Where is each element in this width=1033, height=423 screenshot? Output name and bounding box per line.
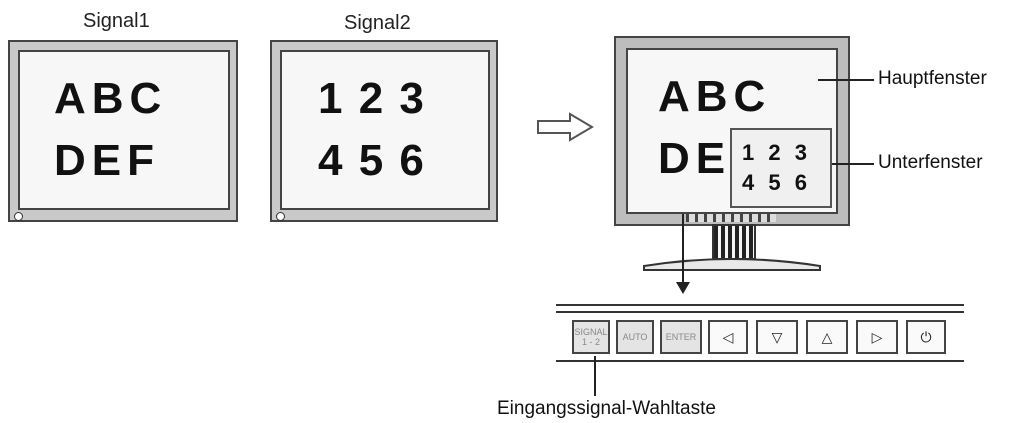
signal2-row2: 4 5 6 [318, 136, 426, 185]
signal2-monitor: 1 2 3 4 5 6 [270, 40, 498, 222]
zoom-pointer-line [682, 214, 684, 284]
signal1-caption: Signal1 [83, 10, 150, 32]
signal-key-caption: Eingangssignal-Wahltaste [497, 398, 716, 419]
sub-window-row1: 1 2 3 [742, 140, 811, 165]
down-button[interactable]: ▽ [756, 320, 798, 354]
sub-window: 1 2 3 4 5 6 [730, 128, 832, 208]
signal2-caption: Signal2 [344, 12, 411, 34]
sub-window-label: Unterfenster [878, 152, 983, 173]
bezel-buttons [686, 214, 776, 222]
power-led-icon [276, 212, 285, 221]
left-button[interactable]: ◁ [708, 320, 748, 354]
monitor-neck [712, 224, 756, 260]
power-icon: ⏻ [920, 328, 932, 345]
signal1-row2: DEF [54, 136, 160, 185]
right-button[interactable]: ▷ [856, 320, 898, 354]
signal-select-label: SIGNAL 1 - 2 [574, 327, 608, 347]
auto-button[interactable]: AUTO [616, 320, 654, 354]
signal2-screen: 1 2 3 4 5 6 [280, 50, 490, 210]
down-triangle-icon: ▽ [771, 328, 783, 345]
main-window-label: Hauptfenster [878, 68, 987, 89]
panel-bottom-line [556, 360, 964, 362]
power-button[interactable]: ⏻ [906, 320, 946, 354]
signal1-row1: ABC [54, 74, 168, 123]
enter-label: ENTER [665, 332, 697, 342]
main-window-row2: DE [658, 134, 732, 183]
sub-window-pointer [832, 163, 874, 165]
signal-key-pointer [594, 356, 596, 396]
monitor-base [643, 258, 821, 271]
main-window-pointer [818, 79, 874, 81]
signal-select-button[interactable]: SIGNAL 1 - 2 [572, 320, 610, 354]
enter-button[interactable]: ENTER [660, 320, 702, 354]
combined-monitor: ABC DE 1 2 3 4 5 6 [614, 36, 850, 226]
signal1-monitor: ABC DEF [8, 40, 238, 222]
up-button[interactable]: △ [806, 320, 848, 354]
outline-right-arrow-icon [537, 112, 594, 142]
sub-window-row2: 4 5 6 [742, 170, 811, 195]
control-panel: SIGNAL 1 - 2 AUTO ENTER ◁ ▽ △ ▷ ⏻ [572, 320, 952, 356]
signal2-row1: 1 2 3 [318, 74, 426, 123]
main-window-row1: ABC [658, 72, 772, 121]
panel-top-line [556, 304, 964, 306]
signal1-screen: ABC DEF [18, 50, 230, 210]
down-arrow-icon [676, 282, 690, 294]
left-triangle-icon: ◁ [722, 328, 734, 345]
panel-top-line-2 [556, 311, 964, 313]
power-led-icon [14, 212, 23, 221]
up-triangle-icon: △ [821, 328, 833, 345]
right-triangle-icon: ▷ [871, 328, 883, 345]
auto-label: AUTO [622, 332, 648, 342]
